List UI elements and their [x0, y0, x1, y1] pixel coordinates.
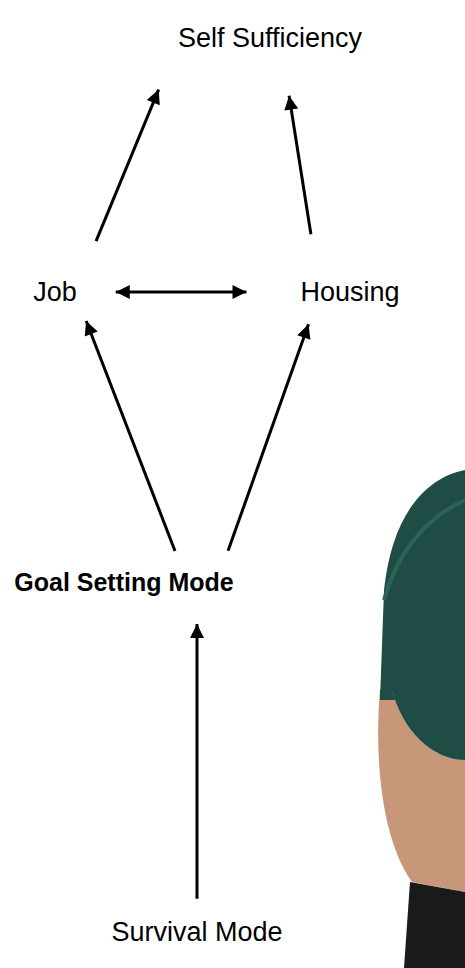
- flow-arrow: [228, 324, 308, 551]
- sleeve-shape: [380, 690, 465, 760]
- node-text: Housing: [300, 276, 399, 308]
- flow-arrow: [195, 624, 198, 899]
- stage-label: Housing: [296, 274, 403, 310]
- node-text: Survival Mode: [111, 916, 282, 948]
- flow-arrow: [96, 90, 159, 241]
- stage-label: Job: [29, 274, 81, 310]
- stage-label: Goal Setting Mode: [10, 565, 237, 599]
- pants-shape: [404, 882, 465, 968]
- node-text: Self Sufficiency: [178, 22, 362, 54]
- node-text: Job: [33, 276, 77, 308]
- arm-shape: [378, 690, 465, 892]
- flow-arrow: [86, 321, 175, 551]
- shirt-fold: [384, 500, 465, 600]
- flow-arrow: [289, 96, 311, 235]
- stage-label: Survival Mode: [107, 914, 286, 950]
- node-text: Goal Setting Mode: [14, 567, 233, 597]
- shirt-shape: [380, 470, 465, 700]
- stage-label: Self Sufficiency: [174, 20, 366, 56]
- flow-arrow: [116, 290, 247, 293]
